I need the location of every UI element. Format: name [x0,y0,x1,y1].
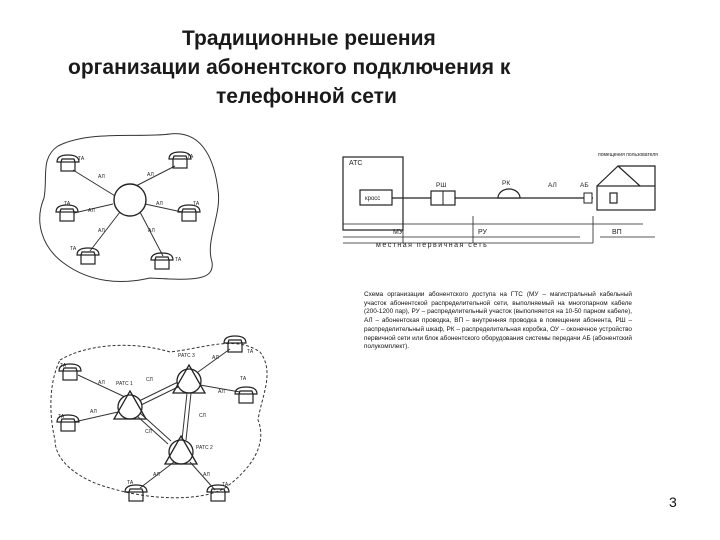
ta-label: ТА [193,201,200,207]
trunk-label: СЛ [199,413,206,419]
exchange-label: АТС [349,160,362,167]
exchange-2-label: РАТС 2 [196,445,213,451]
al-label: АЛ [90,409,97,415]
exchange-node [163,434,199,465]
al-label: АЛ [147,172,154,178]
phone-icon [234,386,258,404]
ta-label: ТА [78,156,85,162]
network-boundary [50,343,268,499]
title-line-3: телефонной сети [216,85,397,108]
house-icon [596,165,656,211]
exchange-node [113,183,147,217]
phone-icon [56,154,80,172]
al-label: АЛ [148,228,155,234]
trunk-label: СЛ [145,429,152,435]
page-number: 3 [669,494,677,510]
distribution-section-label: РУ [478,229,488,236]
al-label: АЛ [153,472,160,478]
exchange-box [342,156,404,231]
phone-icon [177,204,201,222]
exchange-node [171,363,207,394]
star-network-diagram: ТА ТА ТА ТА ТА ТА АЛ АЛ АЛ АЛ АЛ АЛ [39,133,220,282]
exchange-3-label: РАТС 3 [178,353,195,359]
local-network-label: местная первичная сеть [376,242,488,249]
trunk-label: СЛ [146,377,153,383]
indoor-section-label: ВП [612,229,622,236]
subscriber-label: АБ [580,182,589,189]
title-line-1: Традиционные решения [182,27,436,50]
ta-label: ТА [240,376,247,382]
ta-label: ТА [60,363,67,369]
al-label: АЛ [98,380,105,386]
al-label: АЛ [98,174,105,180]
access-diagram-caption: Схема организации абонентского доступа н… [364,291,632,351]
box-label: РК [502,180,510,187]
distribution-box [497,188,521,199]
network-boundary [39,133,220,282]
subscriber-unit [583,192,593,204]
al-label: АЛ [203,472,210,478]
ta-label: ТА [247,349,254,355]
exchange-1-label: РАТС 1 [116,381,133,387]
line-label: АЛ [548,182,557,189]
al-label: АЛ [218,389,225,395]
mesh-network-diagram: РАТС 1 РАТС 3 РАТС 2 СЛ СЛ СЛ АЛ АЛ АЛ А… [50,335,268,502]
al-label: АЛ [98,228,105,234]
premises-label: помещения пользователя [598,152,658,158]
al-label: АЛ [156,201,163,207]
slide-title: Традиционные решения организации абонент… [0,24,720,111]
phone-icon [76,247,100,265]
phone-icon [150,252,174,270]
ta-label: ТА [175,257,182,263]
main-section-label: МУ [393,229,404,236]
ta-label: ТА [70,246,77,252]
title-line-2: организации абонентского подключения к [68,56,511,79]
ta-label: ТА [64,201,71,207]
al-label: АЛ [88,208,95,214]
access-network-diagram: АТС кросс РШ РК АЛ АБ помещения пользова… [342,152,658,249]
ta-label: ТА [58,414,65,420]
ta-label: ТА [187,154,194,160]
ta-label: ТА [127,480,134,486]
cabinet-label: РШ [436,182,446,189]
al-label: АЛ [212,355,219,361]
ta-label: ТА [222,482,229,488]
exchange-node [112,389,148,420]
cross-label: кросс [365,196,380,202]
